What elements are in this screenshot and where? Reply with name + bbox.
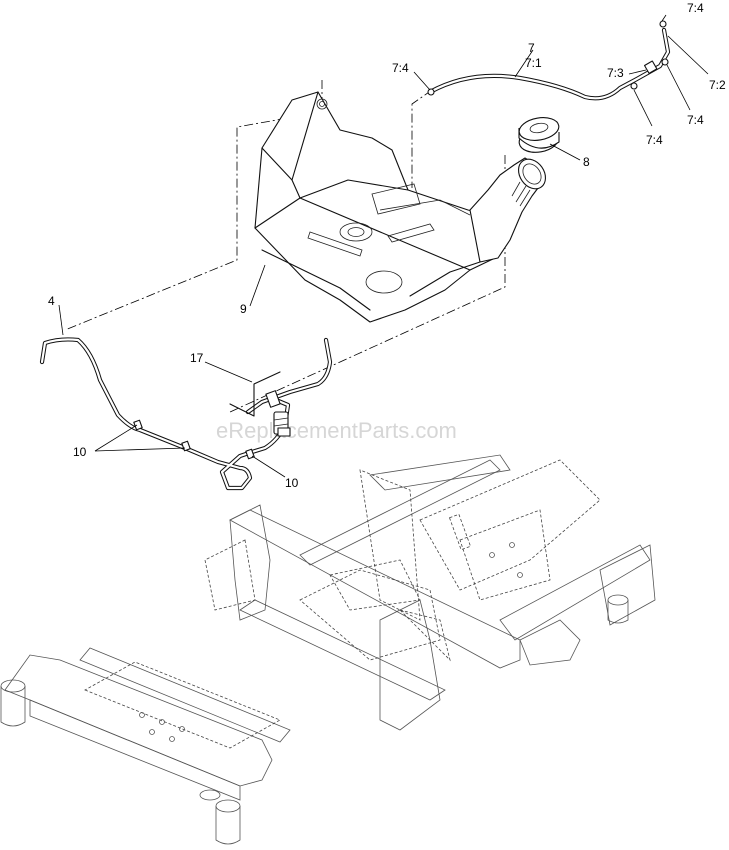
callout-10-right: 10 (285, 476, 299, 490)
fuel-line (39, 337, 333, 491)
fuel-cap (518, 117, 560, 153)
watermark-text: eReplacementParts.com (216, 418, 457, 443)
callout-9: 9 (240, 302, 247, 316)
callout-7-3: 7:3 (607, 66, 624, 80)
callout-10-left: 10 (73, 445, 87, 459)
callout-labels: 7:4 7 7:1 7:4 7:3 7:2 7:4 7:4 8 9 4 17 1… (48, 1, 726, 490)
hose-clamps (133, 419, 255, 460)
callout-7-4-top: 7:4 (687, 1, 704, 15)
callout-8: 8 (583, 155, 590, 169)
callout-17: 17 (190, 351, 204, 365)
callout-4: 4 (48, 294, 55, 308)
filler-neck (469, 157, 546, 263)
leader-lines (58, 14, 709, 478)
callout-7: 7 (528, 41, 535, 55)
callout-7-2: 7:2 (709, 78, 726, 92)
callout-7-4-right: 7:4 (687, 113, 704, 127)
vent-hose-assembly (427, 20, 671, 101)
fuel-filter (229, 371, 291, 437)
callout-7-4-bottom: 7:4 (646, 133, 663, 147)
callout-7-1: 7:1 (525, 56, 542, 70)
callout-7-4-left: 7:4 (392, 61, 409, 75)
fuel-tank (254, 91, 507, 323)
chassis-frame (0, 454, 656, 845)
